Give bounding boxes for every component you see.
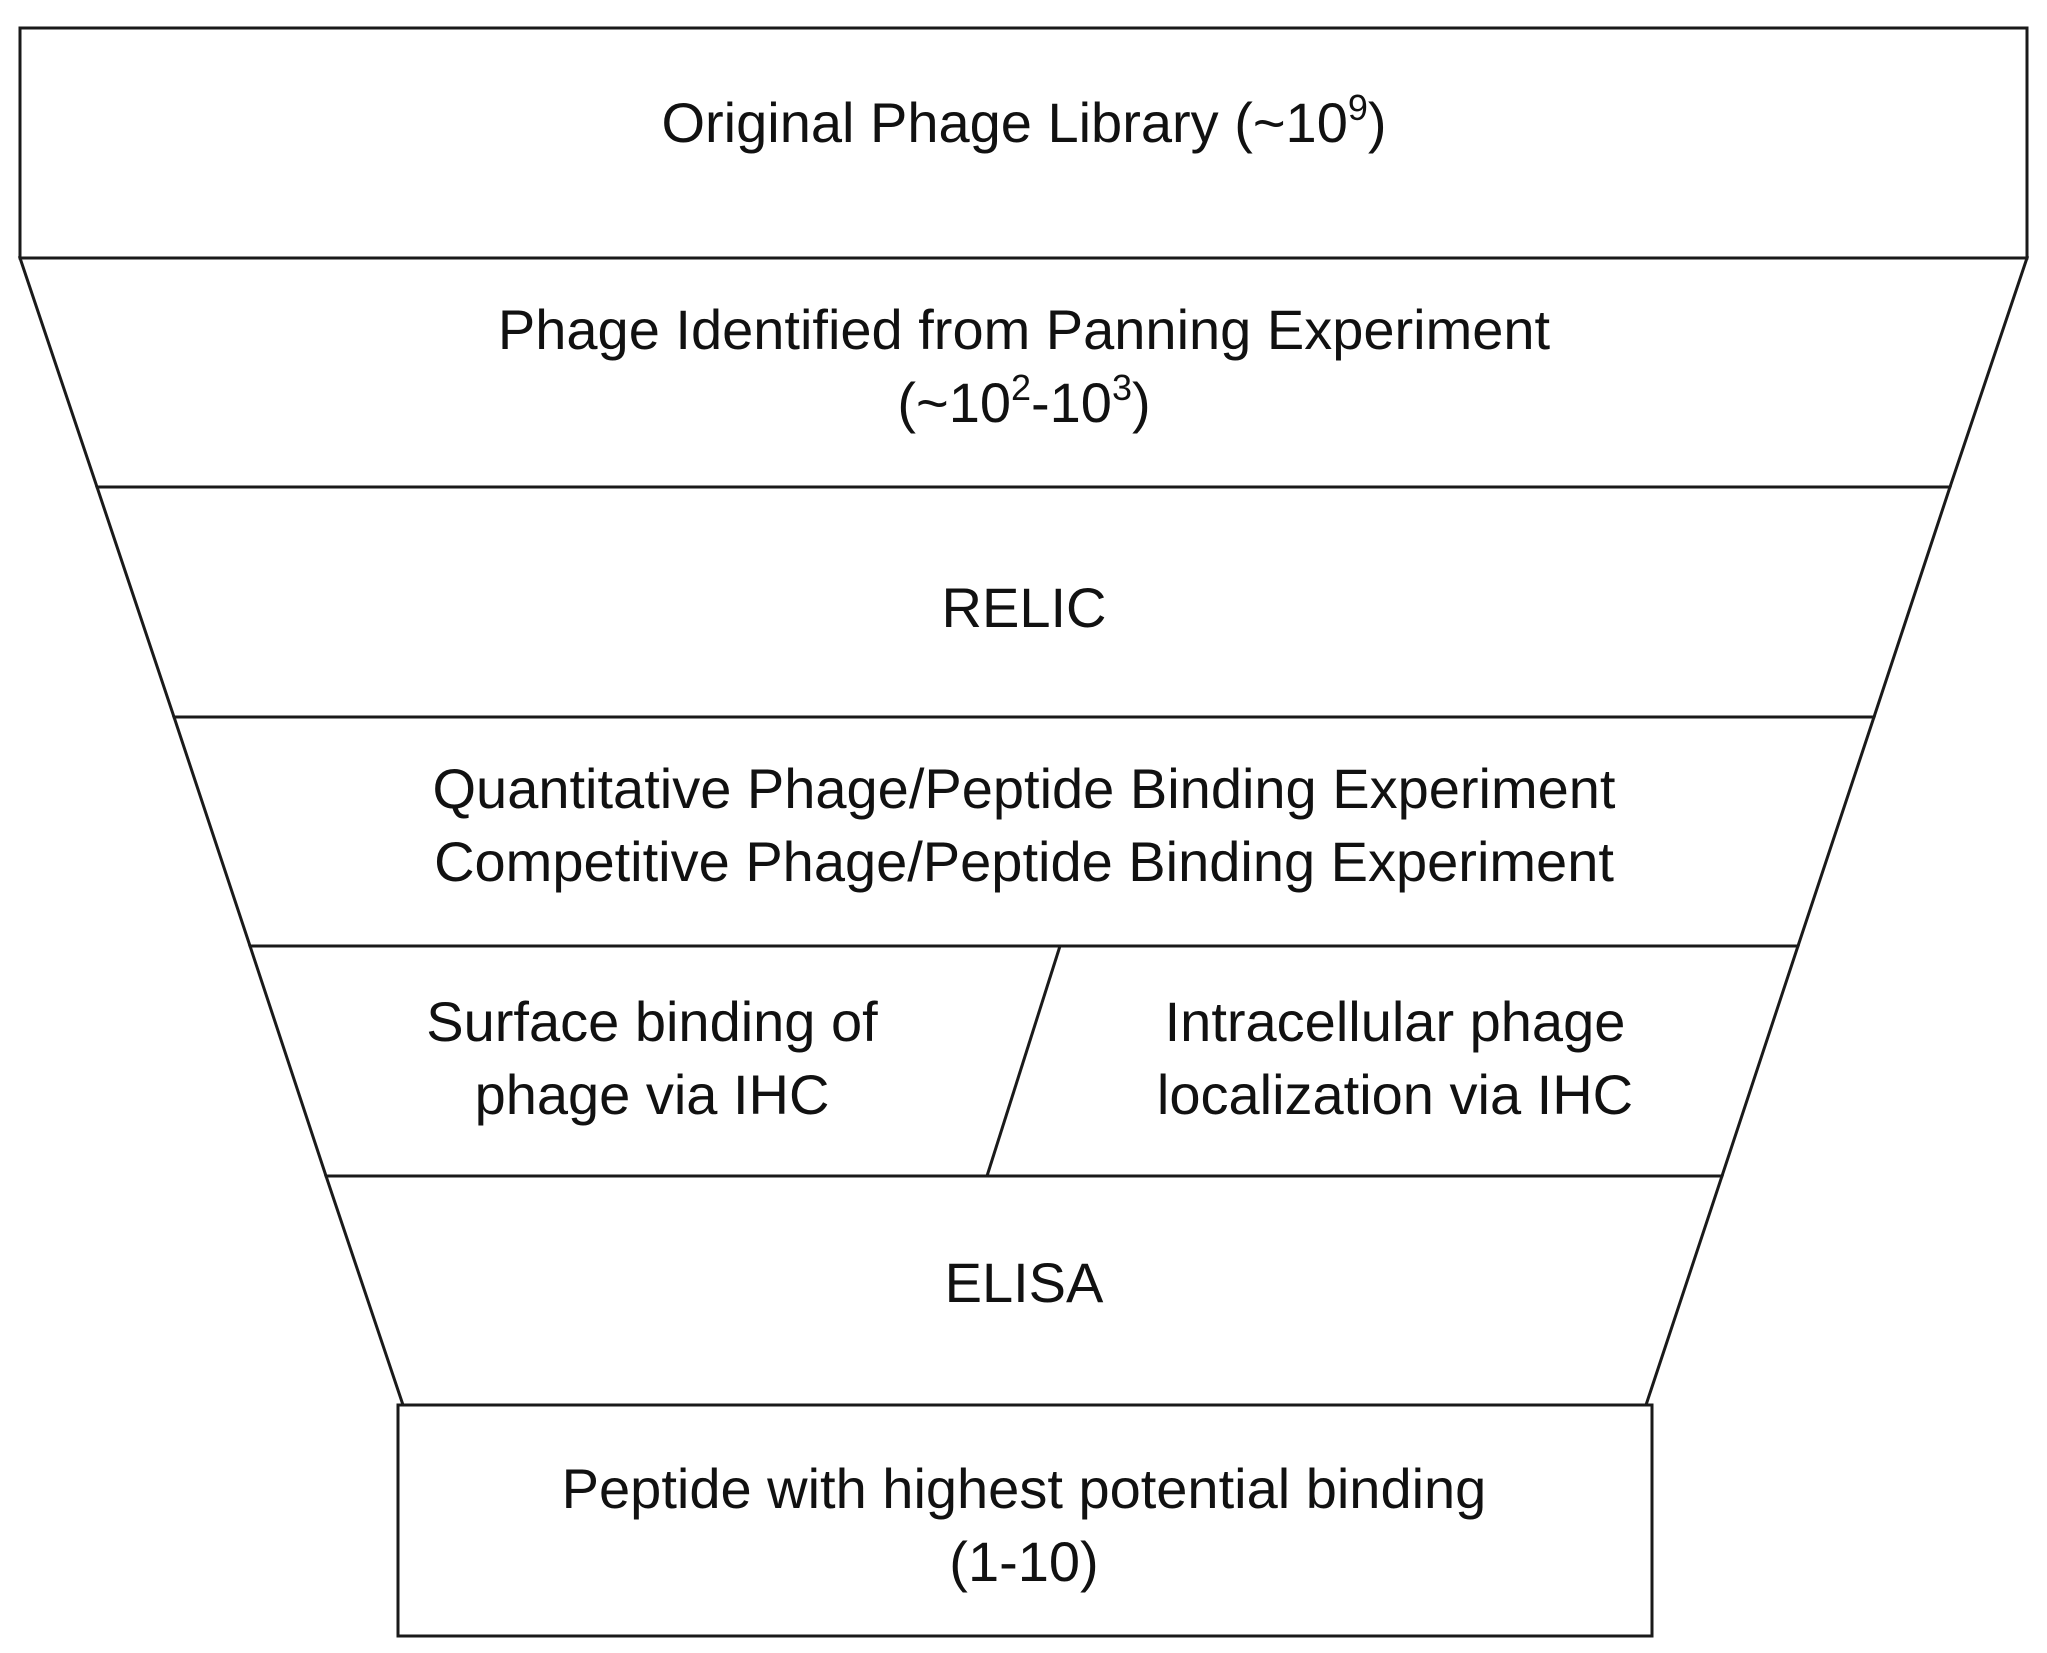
stage-label-line: RELIC [941, 576, 1107, 639]
stage-label-line: phage via IHC [474, 1063, 830, 1126]
stage-final-peptide-box [396, 1403, 1654, 1638]
stage-label-line: Intracellular phage [1164, 990, 1626, 1053]
stage-label-line: Surface binding of [426, 990, 878, 1053]
stage-label-intracellular-localization: Intracellular phage localization via IHC [1095, 985, 1695, 1131]
stage-label-final-peptide: Peptide with highest potential binding (… [474, 1452, 1574, 1598]
stage-label-panning: Phage Identified from Panning Experiment… [424, 293, 1624, 439]
stage-label-surface-binding: Surface binding of phage via IHC [352, 985, 952, 1131]
stage-label-line: Peptide with highest potential binding [561, 1457, 1487, 1520]
stage-label-line: Phage Identified from Panning Experiment [497, 298, 1551, 361]
stage-label-elisa: ELISA [724, 1246, 1324, 1319]
stage-label-line: (1-10) [949, 1530, 1099, 1593]
stage-label-relic: RELIC [724, 571, 1324, 644]
stage-label-binding-experiments: Quantitative Phage/Peptide Binding Exper… [324, 752, 1724, 898]
ihc-split-divider [985, 945, 1062, 1177]
stage-label-line: Competitive Phage/Peptide Binding Experi… [434, 830, 1614, 893]
stage-label-line: Original Phage Library (~109) [661, 87, 1387, 155]
stage-label-line: ELISA [944, 1251, 1104, 1314]
stage-label-original-library: Original Phage Library (~109) [524, 86, 1524, 159]
stage-label-line: (~102-103) [897, 367, 1151, 435]
stage-label-line: localization via IHC [1156, 1063, 1634, 1126]
stage-label-line: Quantitative Phage/Peptide Binding Exper… [432, 757, 1616, 820]
